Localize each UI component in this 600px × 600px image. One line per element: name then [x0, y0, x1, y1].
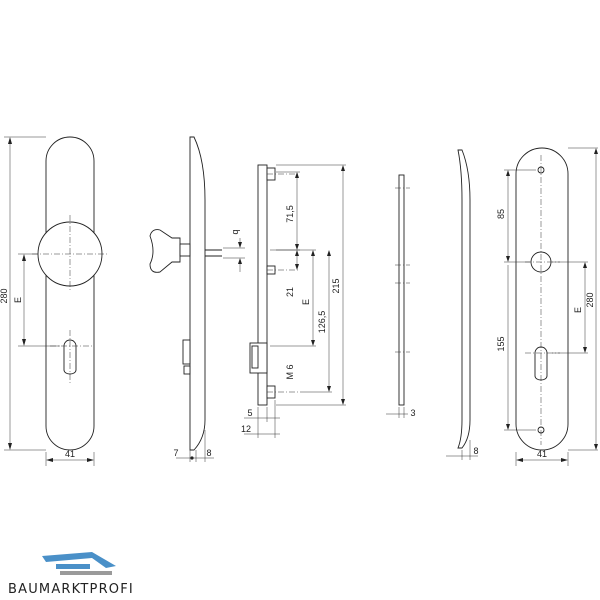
dim-edge-8: 8: [473, 446, 478, 456]
edge-profile-view: 8: [446, 149, 479, 460]
dim-thin-3: 3: [410, 408, 415, 418]
dim-back-5: 5: [247, 408, 252, 418]
side-knob: [149, 229, 181, 273]
back-profile-view: 71,5 21 E 126,5 215 M 6 5 12: [241, 164, 346, 438]
dim-rear-width: 41: [537, 449, 547, 459]
dim-side-right: 8: [206, 448, 211, 458]
dim-side-left: 7: [173, 448, 178, 458]
dim-rear-280: 280: [585, 292, 595, 307]
dim-front-width: 41: [65, 449, 75, 459]
dim-rear-e: E: [573, 307, 583, 313]
dim-back-12: 12: [241, 424, 251, 434]
thin-profile-view: 3: [386, 174, 416, 418]
dim-back-e: E: [301, 299, 311, 305]
thin-profile-plate: [398, 174, 405, 406]
rear-plate: [515, 147, 569, 451]
dim-rear-85: 85: [496, 209, 506, 219]
front-plate: [45, 136, 95, 451]
dim-back-126: 126,5: [317, 311, 327, 334]
side-view: q 7 8: [149, 136, 245, 462]
logo-text: BAUMARKTPROFI: [8, 582, 134, 597]
dim-back-21: 21: [285, 287, 295, 297]
dim-knob-q: q: [230, 229, 240, 234]
dim-rear-155: 155: [496, 336, 506, 351]
dim-back-m6: M 6: [285, 364, 295, 379]
front-view: 280 E 41: [0, 136, 108, 466]
back-profile-plate: [257, 164, 268, 406]
edge-profile-plate: [457, 149, 471, 449]
dim-back-215: 215: [331, 278, 341, 293]
dim-back-71: 71,5: [285, 205, 295, 223]
rear-cylinder-hole: [534, 346, 548, 381]
side-plate: [189, 136, 206, 451]
dim-front-e: E: [13, 297, 23, 303]
rear-view: 85 155 E 280 41: [496, 147, 598, 466]
logo-mark: [42, 552, 116, 575]
side-cylinder-housing: [182, 339, 191, 365]
dim-front-height: 280: [0, 288, 9, 303]
